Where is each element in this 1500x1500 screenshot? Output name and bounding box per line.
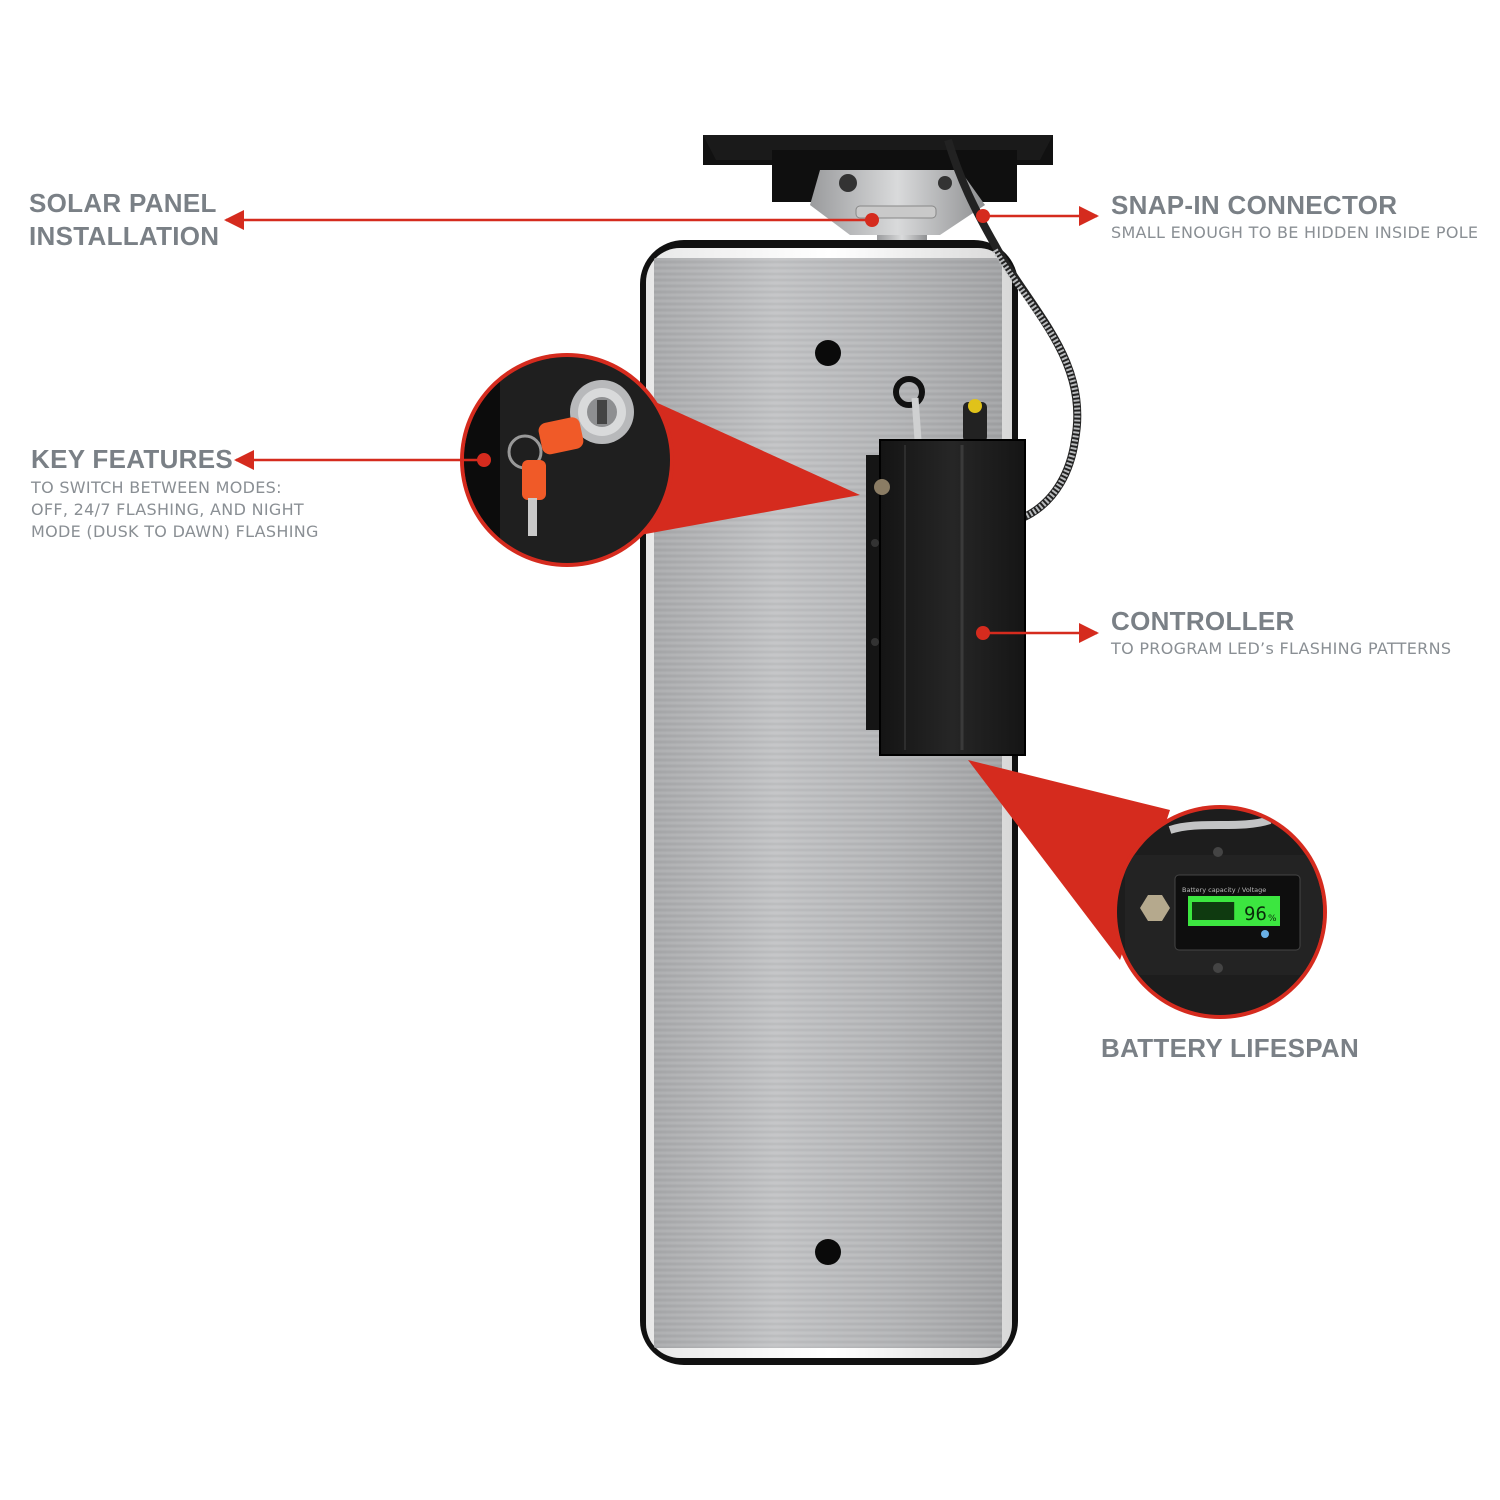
lcd-display-icon bbox=[1188, 896, 1280, 926]
key-features-sub-line2: OFF, 24/7 FLASHING, AND NIGHT bbox=[31, 500, 304, 519]
key-features-sub-line1: TO SWITCH BETWEEN MODES: bbox=[31, 478, 282, 497]
mount-hole-top bbox=[815, 340, 841, 366]
battery-percent: 96 bbox=[1244, 903, 1267, 925]
sign-panel bbox=[640, 240, 1018, 1365]
solar-panel-label-line1: SOLAR PANEL bbox=[29, 188, 217, 218]
key-features-title: KEY FEATURES bbox=[31, 444, 234, 474]
battery-magnifier: Battery capacity / Voltage 96 % bbox=[968, 760, 1327, 1019]
key-features-sub-line3: MODE (DUSK TO DAWN) FLASHING bbox=[31, 522, 319, 541]
battery-lifespan-title: BATTERY LIFESPAN bbox=[1101, 1033, 1360, 1063]
callout-arrows bbox=[224, 206, 1099, 643]
key-icon bbox=[507, 417, 584, 536]
controller-title: CONTROLLER bbox=[1111, 606, 1295, 636]
callout-dot-icon bbox=[477, 453, 491, 467]
mount-hole-bottom bbox=[815, 1239, 841, 1265]
solar-panel-label-line2: INSTALLATION bbox=[29, 221, 220, 251]
key-features-magnifier bbox=[460, 353, 860, 567]
snap-in-subtitle: SMALL ENOUGH TO BE HIDDEN INSIDE POLE bbox=[1111, 223, 1479, 242]
controller-enclosure bbox=[866, 376, 1026, 756]
callout-dot-icon bbox=[865, 213, 879, 227]
battery-level-bar bbox=[1192, 902, 1235, 920]
battery-display-header: Battery capacity / Voltage bbox=[1182, 886, 1266, 894]
solar-panel-label: SOLAR PANEL INSTALLATION bbox=[29, 187, 219, 253]
battery-percent-unit: % bbox=[1268, 914, 1277, 924]
snap-in-title: SNAP-IN CONNECTOR bbox=[1111, 190, 1398, 220]
callout-dot-icon bbox=[976, 209, 990, 223]
key-features-subtitle: TO SWITCH BETWEEN MODES: OFF, 24/7 FLASH… bbox=[31, 477, 319, 543]
controller-subtitle: TO PROGRAM LED’s FLASHING PATTERNS bbox=[1111, 639, 1452, 658]
lock-cylinder-icon bbox=[570, 380, 634, 444]
callout-dot-icon bbox=[976, 626, 990, 640]
